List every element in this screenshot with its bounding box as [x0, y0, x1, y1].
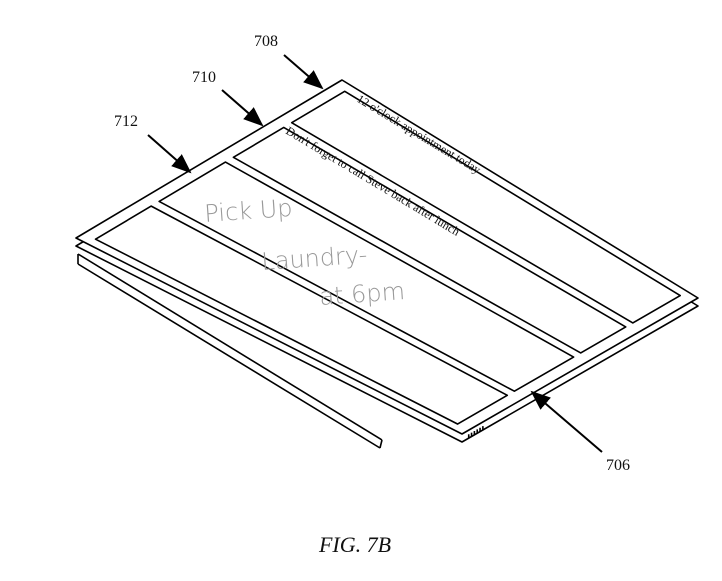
- arrow-708: [283, 54, 324, 90]
- hinge-lower-edge: [77, 263, 381, 449]
- device-outline: [75, 79, 699, 435]
- leader-arrows: [147, 54, 603, 453]
- hinge-edge: [77, 253, 383, 441]
- label-706: 706: [606, 457, 630, 474]
- label-710: 710: [192, 69, 216, 86]
- figure-caption: FIG. 7B: [318, 532, 391, 557]
- tablet-device: [75, 79, 699, 449]
- label-712: 712: [114, 113, 138, 130]
- arrow-706: [530, 390, 603, 453]
- label-708: 708: [254, 33, 278, 50]
- cover-section-708: [290, 90, 682, 324]
- handwriting-line-1: Pick Up: [203, 194, 293, 228]
- handwriting-line-3: at 6pm: [318, 277, 405, 311]
- cover-section-710: [232, 126, 627, 354]
- cover-section-bottom: [94, 205, 509, 425]
- cover-section-712: [158, 161, 575, 393]
- arrow-712: [147, 134, 192, 174]
- arrow-710: [221, 89, 264, 127]
- cover-sections: [94, 90, 682, 425]
- hinge-end-right: [379, 439, 383, 449]
